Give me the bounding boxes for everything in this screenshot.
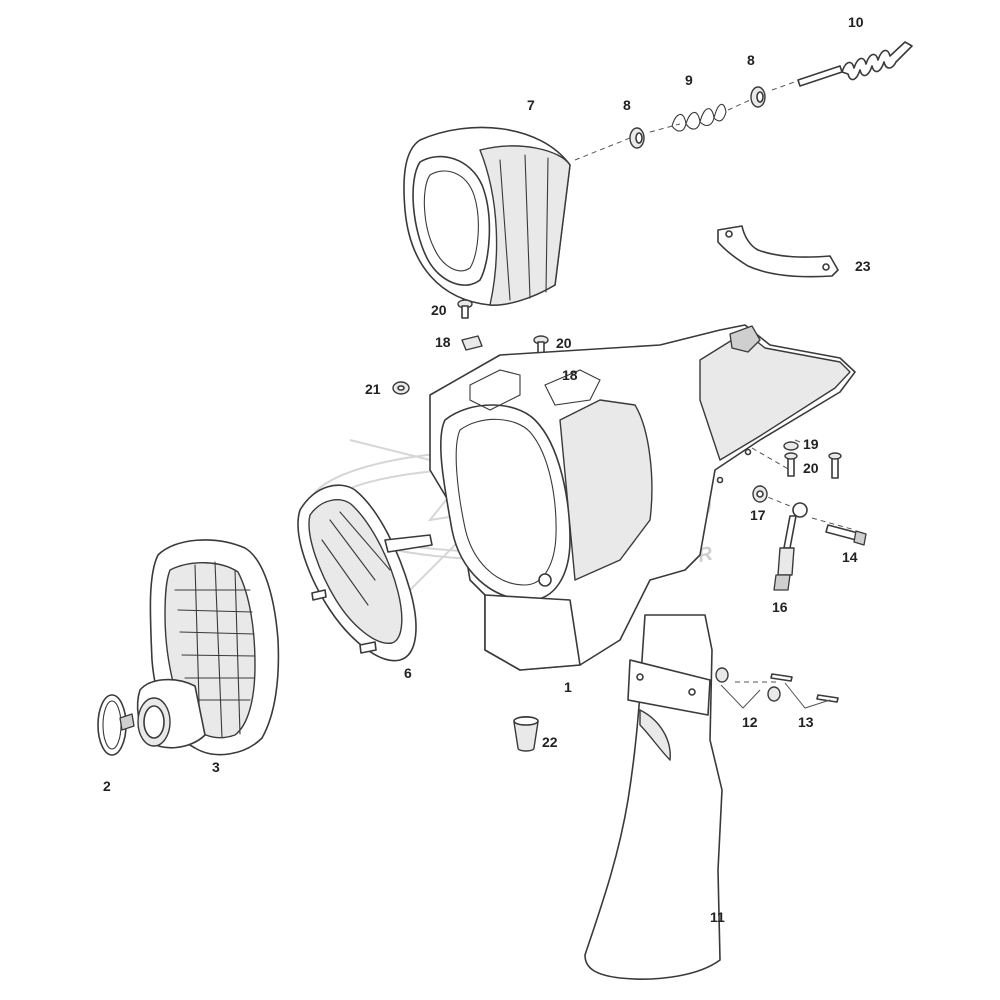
part-2-clamp — [97, 694, 135, 756]
label-2: 2 — [103, 778, 111, 794]
part-21-grommet — [392, 381, 410, 395]
label-16: 16 — [772, 599, 788, 615]
label-17: 17 — [750, 507, 766, 523]
part-23-bracket — [717, 225, 839, 278]
part-3-intake-boot — [136, 539, 280, 756]
part-20-screw-side — [784, 452, 798, 477]
assembly-leader-lines — [574, 79, 856, 683]
label-19: 19 — [803, 436, 819, 452]
label-7: 7 — [527, 97, 535, 113]
label-1: 1 — [564, 679, 572, 695]
part-1-airbox — [429, 324, 856, 671]
label-18-a: 18 — [435, 334, 451, 350]
label-8-b: 8 — [747, 52, 755, 68]
label-22: 22 — [542, 734, 558, 750]
label-9: 9 — [685, 72, 693, 88]
label-12: 12 — [742, 714, 758, 730]
part-9-spring — [671, 103, 727, 132]
part-7-air-filter — [403, 126, 571, 306]
label-11: 11 — [710, 909, 725, 925]
part-20-screw-mid — [533, 335, 549, 355]
part-13-screws — [770, 673, 839, 703]
label-6: 6 — [404, 665, 412, 681]
part-8-washer-lower — [750, 86, 766, 108]
part-19-nut — [783, 441, 799, 451]
part-6-filter-cage — [297, 484, 433, 662]
part-8-washer-upper — [629, 127, 645, 149]
part-11-mud-flap — [584, 614, 723, 980]
part-22-reducer — [513, 716, 539, 752]
label-20-b: 20 — [556, 335, 572, 351]
label-21: 21 — [365, 381, 381, 397]
label-18-b: 18 — [562, 367, 578, 383]
part-12-nuts — [715, 667, 781, 702]
part-20-screw-top — [457, 299, 473, 319]
label-10: 10 — [848, 14, 864, 30]
part-18-clip-a — [461, 335, 483, 351]
part-10-bolt — [797, 41, 913, 87]
label-23: 23 — [855, 258, 871, 274]
label-20-a: 20 — [431, 302, 447, 318]
part-16-sensor — [773, 502, 808, 591]
callout-lines — [720, 439, 831, 709]
part-20-screw-side-b — [828, 452, 842, 479]
label-8-a: 8 — [623, 97, 631, 113]
label-3: 3 — [212, 759, 220, 775]
label-20-c: 20 — [803, 460, 819, 476]
part-14-bolt — [825, 524, 867, 546]
part-17-spacer — [752, 485, 768, 503]
label-13: 13 — [798, 714, 814, 730]
label-14: 14 — [842, 549, 858, 565]
part-number-labels: 1 2 3 6 7 8 8 9 10 11 12 13 14 16 17 18 … — [103, 14, 871, 925]
